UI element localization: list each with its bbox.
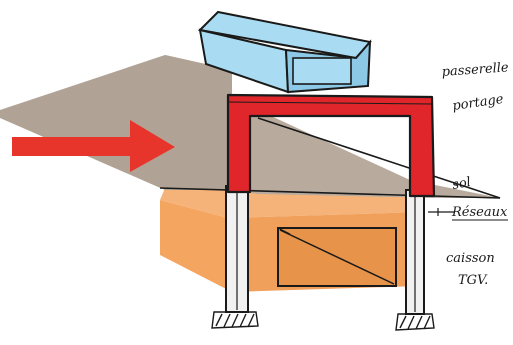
caisson-box bbox=[160, 188, 420, 292]
label-caisson: caisson bbox=[446, 251, 495, 266]
label-tgv: TGV. bbox=[458, 273, 488, 288]
label-passerelle: passerelle bbox=[441, 60, 509, 80]
right-foot bbox=[396, 314, 434, 330]
label-sol: sol bbox=[451, 175, 472, 193]
label-reseaux: Réseaux bbox=[451, 205, 508, 220]
walkway-window bbox=[293, 58, 351, 84]
label-portage: portage bbox=[451, 92, 504, 114]
pillar-feet bbox=[212, 312, 434, 330]
label-leaders bbox=[428, 208, 455, 216]
ground-top-face bbox=[0, 55, 232, 190]
left-foot-hatch bbox=[216, 314, 254, 327]
right-foot-hatch bbox=[400, 316, 430, 329]
